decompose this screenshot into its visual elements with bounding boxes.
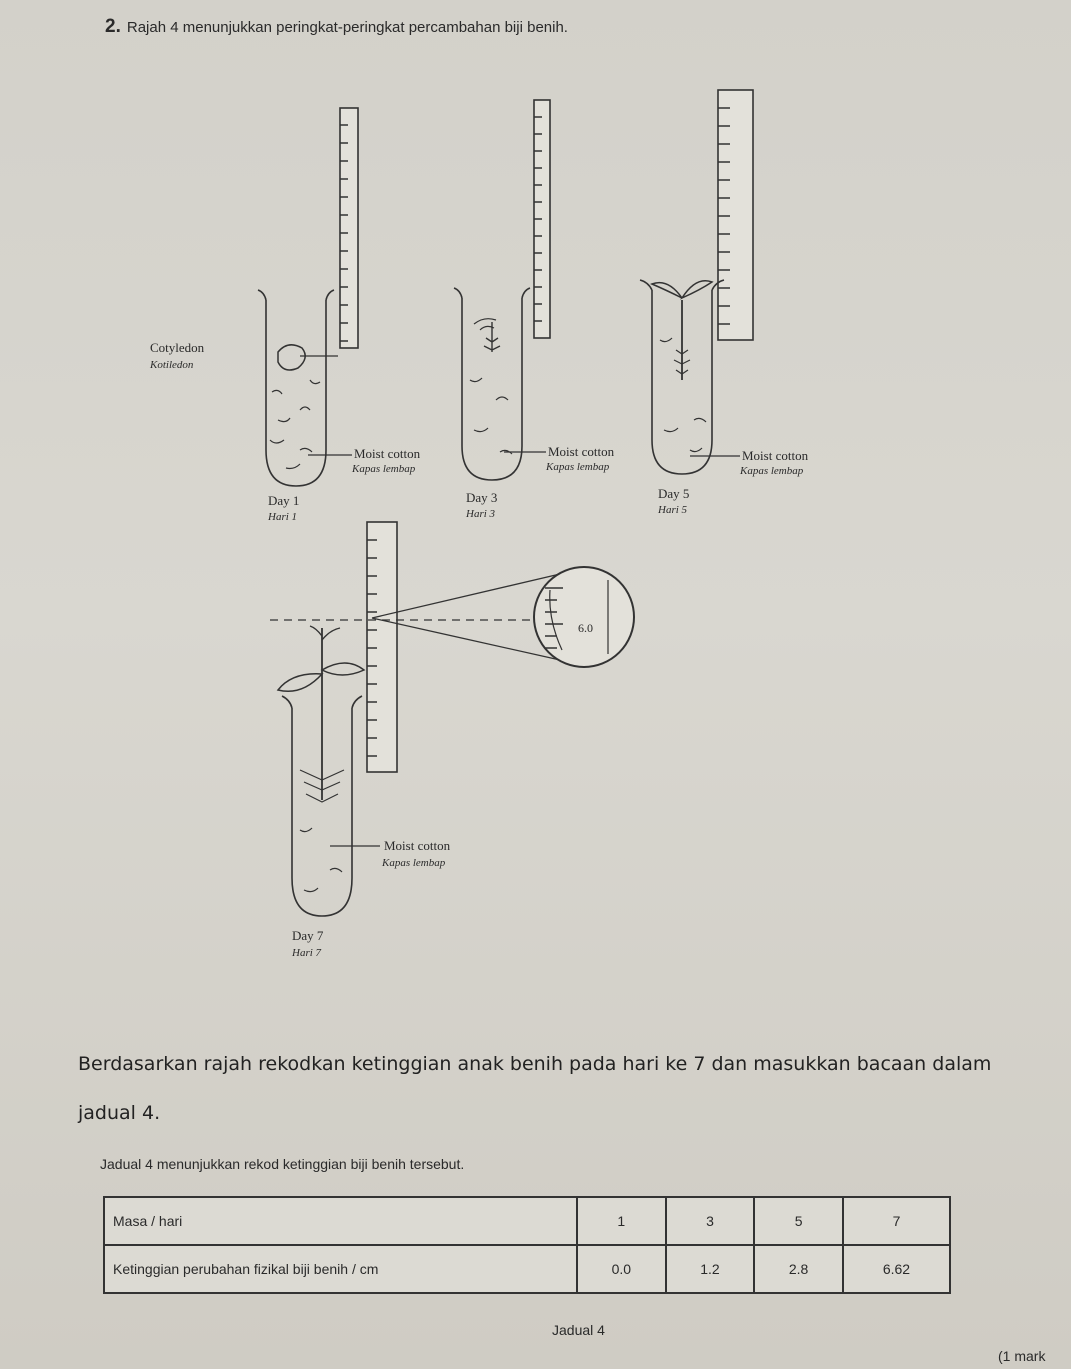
day-cell-3: 3 xyxy=(664,1196,756,1246)
test-tube-day-1 xyxy=(257,289,335,487)
ruler-day-5 xyxy=(717,89,754,341)
stage-label-ms-day-3: Hari 3 xyxy=(465,508,496,520)
stage-label-day-1: Day 1 xyxy=(268,493,299,508)
height-record-table: Masa / hari 1 3 5 7 Ketinggian perubahan… xyxy=(103,1196,952,1294)
stage-label-ms-day-1: Hari 1 xyxy=(267,511,297,523)
ruler-day-1 xyxy=(339,107,359,349)
table-row-height: Ketinggian perubahan fizikal biji benih … xyxy=(103,1244,952,1294)
day-cell-7: 7 xyxy=(841,1196,952,1246)
ruler-day-3 xyxy=(533,99,551,339)
stage-label-ms-day-7: Hari 7 xyxy=(291,947,322,959)
stage-label-day-5: Day 5 xyxy=(658,486,689,501)
cotton-label-day-1: Moist cotton xyxy=(354,446,421,461)
mark-allocation: (1 mark xyxy=(998,1348,1046,1364)
germination-diagram: Cotyledon Kotiledon Moist cotton Kapas l… xyxy=(149,89,809,959)
cotton-label-day-7: Moist cotton xyxy=(384,838,451,853)
cotyledon-label-ms: Kotiledon xyxy=(149,359,194,371)
table-label: Jadual 4 xyxy=(552,1322,605,1338)
test-tube-day-5 xyxy=(639,279,725,475)
cotton-label-ms-day-7: Kapas lembap xyxy=(381,857,446,869)
day-cell-1: 1 xyxy=(576,1196,667,1246)
instruction-text: Berdasarkan rajah rekodkan ketinggian an… xyxy=(78,1053,992,1124)
height-cell-day-5: 2.8 xyxy=(753,1244,844,1294)
cotton-label-ms-day-3: Kapas lembap xyxy=(545,461,610,473)
height-cell-day-1: 0.0 xyxy=(576,1244,667,1294)
ruler-day-7 xyxy=(366,521,398,773)
question-number: 2. xyxy=(105,16,121,37)
stage-label-day-7: Day 7 xyxy=(292,928,324,943)
cotyledon-label: Cotyledon xyxy=(150,340,205,355)
table-row-time: Masa / hari 1 3 5 7 xyxy=(103,1196,952,1246)
test-tube-day-3 xyxy=(453,287,531,481)
magnified-reading: 6.0 xyxy=(578,621,593,635)
magnified-ruler-view xyxy=(270,566,635,668)
cotton-label-ms-day-5: Kapas lembap xyxy=(739,465,804,477)
height-cell-day-3: 1.2 xyxy=(664,1244,756,1294)
cotton-label-day-3: Moist cotton xyxy=(548,444,615,459)
question-text: Rajah 4 menunjukkan peringkat-peringkat … xyxy=(126,19,568,36)
height-cell-day-7[interactable]: 6.62 xyxy=(841,1244,952,1294)
stage-label-ms-day-5: Hari 5 xyxy=(657,504,688,516)
day-cell-5: 5 xyxy=(753,1196,844,1246)
row-header-time: Masa / hari xyxy=(103,1196,578,1246)
row-header-height: Ketinggian perubahan fizikal biji benih … xyxy=(103,1244,578,1294)
test-tube-day-7 xyxy=(276,625,366,917)
cotton-label-ms-day-1: Kapas lembap xyxy=(351,463,416,475)
cotton-label-day-5: Moist cotton xyxy=(742,448,809,463)
table-caption: Jadual 4 menunjukkan rekod ketinggian bi… xyxy=(100,1156,465,1172)
stage-label-day-3: Day 3 xyxy=(466,490,497,505)
question-header: 2. Rajah 4 menunjukkan peringkat-peringka… xyxy=(105,16,568,38)
